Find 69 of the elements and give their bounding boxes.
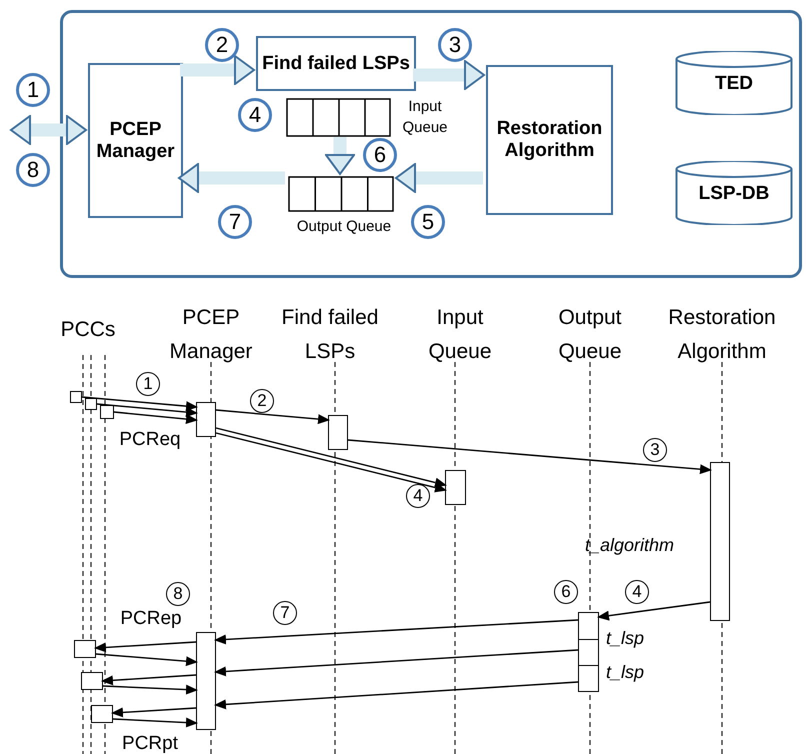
- callout-number: 1: [16, 73, 50, 107]
- participant-label: Restoration Algorithm: [667, 305, 777, 365]
- message-arrow: [101, 674, 196, 686]
- message-arrow: [214, 649, 578, 676]
- participant-label: Find failed LSPs: [280, 305, 380, 365]
- message-label: PCRpt: [121, 732, 179, 754]
- message-arrow: [112, 718, 198, 728]
- callout-number: 6: [363, 138, 397, 172]
- block-arrow: [178, 163, 285, 193]
- pcc-box: [74, 640, 96, 658]
- step-number: 1: [136, 372, 160, 396]
- activation-bar: [445, 470, 466, 505]
- block-arrow: [413, 60, 485, 90]
- message-arrow: [114, 411, 198, 424]
- message-arrow: [94, 641, 196, 652]
- pcc-box: [81, 672, 103, 690]
- step-number: 3: [643, 438, 667, 462]
- message-arrow: [216, 409, 330, 424]
- activation-bar: [196, 402, 216, 437]
- pcc-box: [85, 398, 97, 410]
- step-number: 6: [554, 580, 578, 604]
- system-frame: [60, 10, 802, 278]
- step-number: 7: [273, 601, 297, 625]
- activation-bar: [578, 612, 599, 692]
- block-arrow: [180, 55, 255, 85]
- step-number: 8: [166, 582, 190, 606]
- message-label: PCReq: [118, 428, 182, 452]
- message-arrow: [111, 707, 196, 718]
- message-arrow: [214, 681, 578, 710]
- process-box: Find failed LSPs: [256, 36, 416, 91]
- message-label: PCRep: [119, 607, 183, 631]
- participant-label: PCEP Manager: [168, 305, 254, 365]
- database-label: LSP-DB: [698, 183, 770, 205]
- callout-number: 4: [238, 98, 272, 132]
- duration-label: t_lsp: [605, 626, 646, 650]
- message-arrow: [214, 619, 578, 644]
- message-arrow: [348, 439, 712, 474]
- message-arrow: [96, 403, 198, 418]
- callout-number: 7: [218, 205, 252, 239]
- pcc-box: [91, 705, 113, 723]
- pcc-box: [70, 391, 82, 403]
- queue-label: Input Queue: [401, 97, 449, 138]
- pcc-box: [100, 405, 114, 419]
- activation-bar: [196, 632, 216, 730]
- duration-label: t_algorithm: [585, 534, 676, 557]
- callout-number: 2: [205, 28, 239, 62]
- process-box: PCEP Manager: [88, 63, 183, 218]
- message-arrow: [82, 396, 198, 412]
- participant-label: PCCs: [60, 317, 116, 343]
- message-arrow: [597, 601, 710, 621]
- message-arrow: [96, 653, 198, 666]
- queue-label: Output Queue: [296, 218, 392, 235]
- message-arrow: [102, 684, 198, 695]
- participant-label: Input Queue: [427, 305, 493, 365]
- activation-bar: [710, 462, 730, 621]
- step-number: 4: [625, 580, 649, 604]
- callout-number: 8: [16, 153, 50, 187]
- callout-number: 5: [411, 205, 445, 239]
- process-box: Restoration Algorithm: [486, 65, 613, 215]
- step-number: 2: [250, 389, 274, 413]
- database-label: TED: [714, 73, 754, 95]
- activation-bar: [328, 415, 348, 450]
- callout-number: 3: [438, 28, 472, 62]
- block-arrow: [10, 115, 87, 145]
- block-arrow: [395, 163, 483, 193]
- duration-label: t_lsp: [605, 660, 646, 684]
- block-arrow: [325, 137, 355, 175]
- step-number: 4: [406, 484, 430, 508]
- participant-label: Output Queue: [557, 305, 623, 365]
